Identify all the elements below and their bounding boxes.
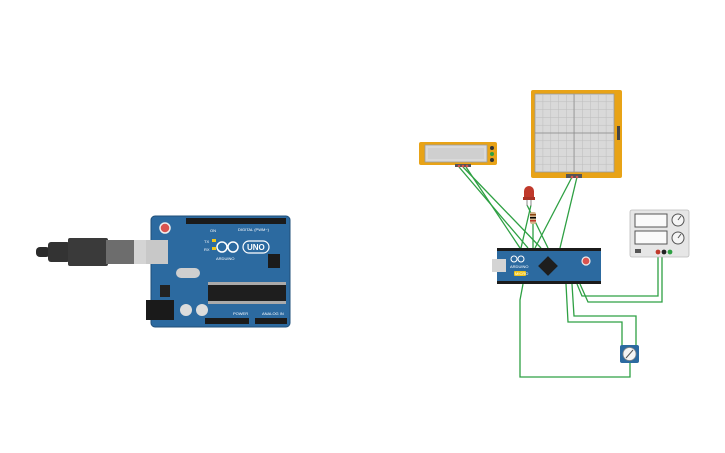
- lcd-pin: [490, 146, 494, 150]
- capacitor: [180, 304, 192, 316]
- digital-pwm-label: DIGITAL (PWM~): [238, 227, 270, 232]
- icsp-header: [268, 254, 280, 268]
- micro-bottom-header[interactable]: [497, 281, 601, 284]
- wire[interactable]: [576, 254, 659, 297]
- micro-model-label: MICRO: [515, 271, 528, 276]
- crystal: [176, 268, 200, 278]
- resistor[interactable]: [530, 212, 536, 224]
- power-header[interactable]: [205, 318, 249, 324]
- micro-usb-port: [492, 259, 506, 272]
- tx-label: TX: [204, 239, 209, 244]
- voltage-regulator: [160, 285, 170, 297]
- wire[interactable]: [519, 283, 631, 378]
- micro-top-header[interactable]: [497, 248, 601, 251]
- on-label: ON: [210, 228, 216, 233]
- positive-terminal[interactable]: [655, 249, 661, 255]
- micro-logo-icon: [510, 255, 525, 263]
- negative-terminal[interactable]: [661, 249, 667, 255]
- arduino-maker-label: ARDUINO: [216, 256, 234, 261]
- micro-reset-button[interactable]: [581, 256, 591, 266]
- wire[interactable]: [526, 204, 549, 249]
- lcd-pin: [490, 152, 494, 156]
- power-label: POWER: [233, 311, 248, 316]
- power-switch[interactable]: [635, 249, 641, 253]
- ground-terminal[interactable]: [667, 249, 673, 255]
- wires: [458, 166, 663, 378]
- power-supply[interactable]: [629, 209, 690, 258]
- rx-label: RX: [204, 247, 210, 252]
- capacitor: [196, 304, 208, 316]
- arduino-micro-board[interactable]: ARDUINO MICRO: [492, 248, 601, 284]
- usb-cable[interactable]: [36, 238, 152, 266]
- wire[interactable]: [579, 254, 663, 303]
- uno-brand-label: UNO: [247, 243, 265, 252]
- wire[interactable]: [462, 166, 542, 249]
- tx-led: [212, 239, 216, 242]
- wire[interactable]: [465, 166, 521, 249]
- potentiometer[interactable]: [620, 345, 639, 363]
- usb-port: [146, 240, 168, 264]
- lcd-display[interactable]: [419, 142, 497, 168]
- display-connector: [617, 126, 620, 140]
- digital-header[interactable]: [186, 218, 286, 224]
- graphic-display[interactable]: [531, 90, 622, 179]
- current-readout: [634, 230, 668, 245]
- wire[interactable]: [571, 283, 637, 347]
- analog-header[interactable]: [255, 318, 287, 324]
- atmega-chip: [208, 285, 286, 301]
- wire[interactable]: [565, 283, 623, 347]
- lcd-pin: [490, 158, 494, 162]
- wire[interactable]: [534, 176, 573, 249]
- analog-in-label: ANALOG IN: [262, 311, 284, 316]
- power-jack: [146, 300, 174, 320]
- red-led[interactable]: [523, 186, 535, 206]
- arduino-logo-icon: [216, 240, 270, 254]
- voltage-readout: [634, 213, 668, 228]
- reset-button[interactable]: [159, 222, 171, 234]
- micro-maker-label: ARDUINO: [510, 264, 528, 269]
- wire[interactable]: [520, 204, 532, 249]
- arduino-uno-board[interactable]: UNO ARDUINO DIGITAL (PWM~) POWER ANALOG …: [146, 215, 291, 328]
- wire[interactable]: [559, 176, 578, 249]
- rx-led: [212, 247, 216, 250]
